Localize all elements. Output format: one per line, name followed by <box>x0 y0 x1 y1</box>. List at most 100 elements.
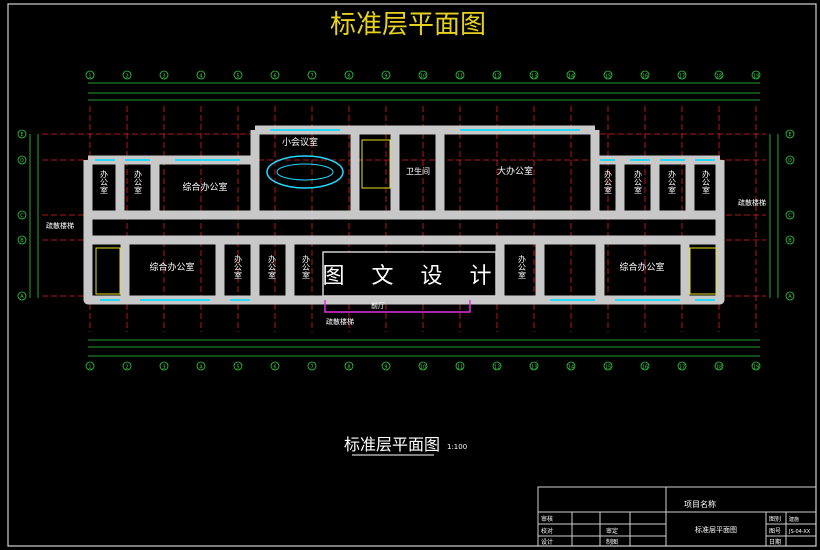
axis-bubble-bottom <box>122 361 132 371</box>
axis-bubble-top <box>751 70 761 80</box>
axis-bubble-bottom <box>529 361 539 371</box>
axis-label-bottom: 9 <box>384 365 387 371</box>
side-dimension-lines <box>29 134 779 298</box>
room-label-lobby: 前厅 <box>371 301 385 310</box>
axis-bubble-bottom <box>381 361 391 371</box>
axis-label-top: 8 <box>347 74 350 80</box>
axis-bubble-top <box>233 70 243 80</box>
axis-label-top: 19 <box>753 74 759 80</box>
axis-label-top: 6 <box>273 74 276 80</box>
room-label-meeting: 小会议室 <box>282 136 318 148</box>
title-block-project-label: 项目名称 <box>684 499 716 509</box>
label-fire-exit-left: 疏散楼梯 <box>46 221 74 230</box>
axis-label-bottom: 14 <box>568 365 574 371</box>
axis-label-bottom: 13 <box>531 365 537 371</box>
axis-label-right: B <box>788 238 792 244</box>
axis-bubble-bottom <box>196 361 206 371</box>
axis-bubble-left <box>17 291 27 301</box>
axis-label-right: D <box>788 158 792 164</box>
axis-bubble-bottom <box>233 361 243 371</box>
room-label-office: 办公室 <box>100 169 109 194</box>
axis-bubble-top <box>677 70 687 80</box>
drawing-title: 标准层平面图 <box>330 10 486 40</box>
axis-bubble-top <box>85 70 95 80</box>
axis-label-bottom: 19 <box>753 365 759 371</box>
axis-label-top: 7 <box>310 74 313 80</box>
axis-bubble-right <box>785 155 795 165</box>
axis-bubble-bottom <box>677 361 687 371</box>
office-labels: 办公室办公室办公室办公室办公室办公室办公室办公室办公室办公室 <box>100 169 711 279</box>
axis-bubble-left <box>17 155 27 165</box>
top-dimension-lines <box>88 82 760 101</box>
axis-bubble-top <box>566 70 576 80</box>
axis-label-right: E <box>788 132 791 138</box>
title-block-cell: 审定 <box>606 527 618 535</box>
room-label-general-office-bl: 综合办公室 <box>149 261 194 273</box>
axis-bubble-top <box>344 70 354 80</box>
axis-bubble-bottom <box>714 361 724 371</box>
lobby-outline <box>324 300 471 313</box>
axis-label-left: E <box>20 132 23 138</box>
room-label-office: 办公室 <box>702 169 711 194</box>
title-block-cell: 校对 <box>541 527 553 535</box>
title-block-cell: 图号 <box>769 528 781 535</box>
axis-bubble-top <box>529 70 539 80</box>
axis-bubble-bottom <box>751 361 761 371</box>
axis-bubble-bottom <box>455 361 465 371</box>
axis-label-top: 11 <box>457 74 463 80</box>
axis-label-bottom: 3 <box>162 365 165 371</box>
room-label-large-office: 大办公室 <box>497 165 533 177</box>
drawing-subtitle: 标准层平面图 <box>344 435 440 454</box>
axis-label-bottom: 18 <box>716 365 722 371</box>
axis-label-left: B <box>20 238 24 244</box>
axis-label-bottom: 8 <box>347 365 350 371</box>
axis-label-top: 13 <box>531 74 537 80</box>
axis-bubble-right <box>785 291 795 301</box>
axis-label-top: 1 <box>88 74 91 80</box>
axis-bubble-top <box>714 70 724 80</box>
watermark-text: 图 文 设 计 <box>323 264 502 289</box>
room-label-toilet: 卫生间 <box>406 166 430 176</box>
bottom-dimension-lines <box>88 339 760 357</box>
axis-label-bottom: 16 <box>642 365 648 371</box>
axis-bubble-bottom <box>159 361 169 371</box>
label-fire-exit-right: 疏散楼梯 <box>738 198 766 207</box>
axis-label-top: 14 <box>568 74 574 80</box>
label-fire-exit-bottom: 疏散楼梯 <box>326 317 354 326</box>
stairs <box>95 139 717 295</box>
axis-bubble-top <box>455 70 465 80</box>
axis-label-top: 2 <box>125 74 128 80</box>
axis-label-right: A <box>788 294 792 300</box>
axis-label-bottom: 2 <box>125 365 128 371</box>
axis-label-top: 3 <box>162 74 165 80</box>
room-label-general-office-top: 综合办公室 <box>182 181 227 193</box>
axis-label-left: C <box>20 213 24 219</box>
room-label-office: 办公室 <box>234 254 243 279</box>
axis-bubble-top <box>640 70 650 80</box>
axis-label-bottom: 15 <box>605 365 611 371</box>
axis-label-top: 12 <box>494 74 500 80</box>
axis-label-bottom: 6 <box>273 365 276 371</box>
title-block-cell: 建施 <box>789 516 799 523</box>
title-block-cell: JS-04-XX <box>788 529 811 535</box>
axis-label-top: 10 <box>420 74 426 80</box>
title-block-cell: 审核 <box>541 515 553 523</box>
axis-bubble-bottom <box>344 361 354 371</box>
room-label-general-office-br: 综合办公室 <box>619 261 664 273</box>
axis-label-top: 15 <box>605 74 611 80</box>
axis-label-left: D <box>20 158 24 164</box>
axis-label-top: 18 <box>716 74 722 80</box>
axis-bubble-bottom <box>640 361 650 371</box>
axis-bubble-bottom <box>603 361 613 371</box>
openings <box>95 129 715 301</box>
room-label-office: 办公室 <box>268 254 277 279</box>
axis-label-bottom: 4 <box>199 365 202 371</box>
axis-label-top: 5 <box>236 74 239 80</box>
axis-bubble-top <box>270 70 280 80</box>
axis-bubble-top <box>307 70 317 80</box>
title-block-drawing-label: 标准层平面图 <box>695 525 737 534</box>
axis-label-bottom: 17 <box>679 365 685 371</box>
axis-bubble-left <box>17 129 27 139</box>
